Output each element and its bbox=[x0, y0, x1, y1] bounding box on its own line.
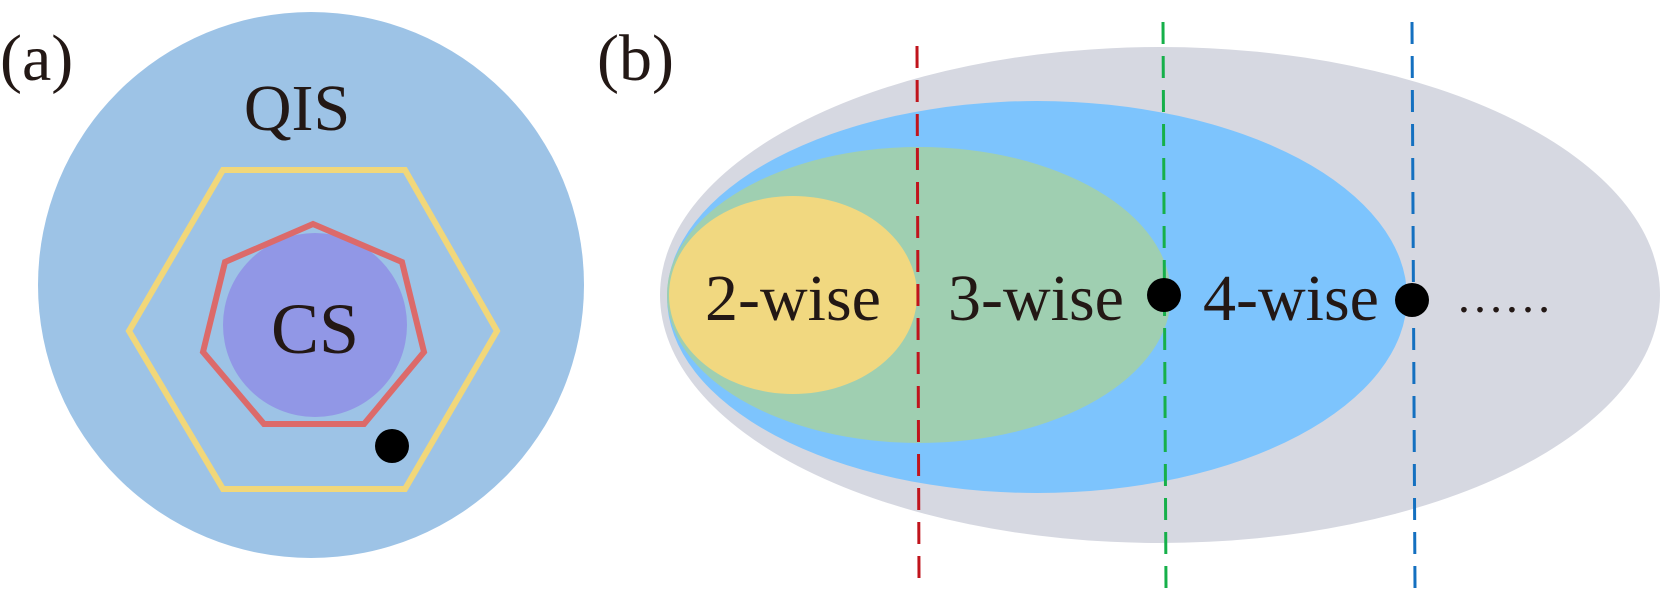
region-label-3wise: 3-wise bbox=[948, 262, 1124, 335]
state-dot-a bbox=[375, 429, 409, 463]
yellow-ellipse-2wise bbox=[669, 196, 917, 394]
panel-a: (a) QIS CS bbox=[0, 12, 584, 558]
cs-label: CS bbox=[271, 289, 359, 369]
panel-b-label: (b) bbox=[597, 22, 674, 95]
panel-a-label: (a) bbox=[0, 22, 73, 95]
red-dashed-line bbox=[915, 45, 921, 579]
heptagon bbox=[199, 220, 428, 427]
region-label-2wise: 2-wise bbox=[705, 262, 881, 335]
qis-label: QIS bbox=[244, 72, 350, 145]
cs-circle bbox=[223, 233, 407, 417]
region-label-4wise: 4-wise bbox=[1203, 262, 1379, 335]
boundary-dot-4wise bbox=[1395, 283, 1429, 317]
hexagon bbox=[125, 167, 501, 492]
panel-b: (b) 2-wise 3-wise 4-wise …… bbox=[597, 21, 1660, 589]
boundary-dot-3wise bbox=[1147, 278, 1181, 312]
continuation-ellipsis: …… bbox=[1456, 270, 1552, 323]
